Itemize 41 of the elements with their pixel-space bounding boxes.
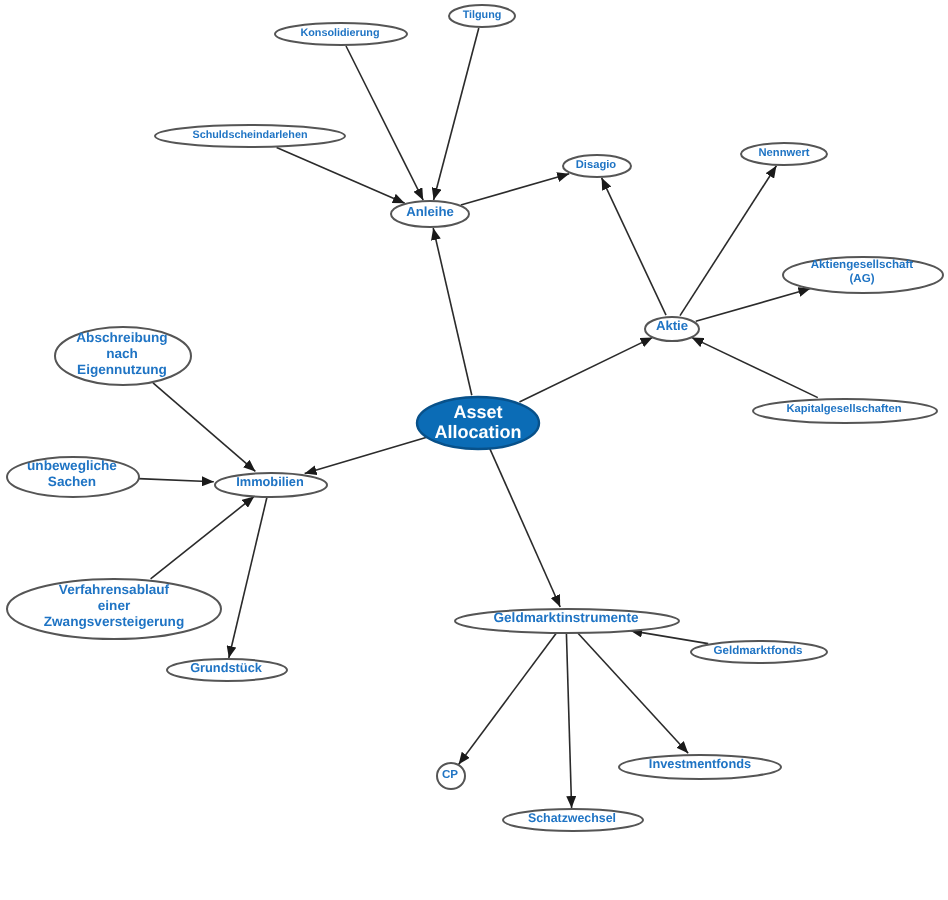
concept-ellipse xyxy=(273,22,407,46)
concept-ellipse xyxy=(781,255,943,293)
arrow xyxy=(275,146,406,204)
arrow xyxy=(489,447,561,608)
concept-ellipse xyxy=(165,658,287,682)
arrow xyxy=(152,382,257,473)
arrow xyxy=(565,632,577,809)
concept-ellipse xyxy=(751,397,937,423)
concept-ellipse xyxy=(448,4,516,28)
concept-ellipse xyxy=(561,154,631,178)
concept-ellipse xyxy=(154,124,346,148)
concept-ellipse xyxy=(416,395,540,449)
arrow xyxy=(431,27,480,201)
arrow xyxy=(679,165,778,317)
concept-ellipse xyxy=(740,142,828,166)
concept-ellipse xyxy=(618,753,782,779)
arrow xyxy=(303,436,428,475)
arrow xyxy=(577,632,689,754)
concept-ellipse xyxy=(53,326,191,386)
node-label: Asset Allocation xyxy=(432,401,524,443)
arrow xyxy=(226,496,268,659)
arrow xyxy=(695,287,812,322)
arrow xyxy=(345,45,424,201)
concept-ellipse xyxy=(689,640,827,664)
concept-ellipse xyxy=(390,200,470,228)
arrow xyxy=(457,632,558,766)
concept-ellipse xyxy=(453,607,679,633)
arrow xyxy=(149,495,255,580)
arrow xyxy=(690,336,819,399)
arrow xyxy=(460,172,570,206)
arrow xyxy=(629,627,709,645)
concept-ellipse xyxy=(435,762,465,790)
concept-ellipse xyxy=(6,577,222,639)
arrow xyxy=(431,227,473,396)
arrow xyxy=(518,336,654,403)
concept-ellipse xyxy=(5,455,139,497)
arrow xyxy=(600,177,667,316)
concept-ellipse xyxy=(644,315,700,341)
concept-ellipse xyxy=(213,471,327,497)
concept-ellipse xyxy=(501,808,643,832)
arrow xyxy=(137,476,215,487)
